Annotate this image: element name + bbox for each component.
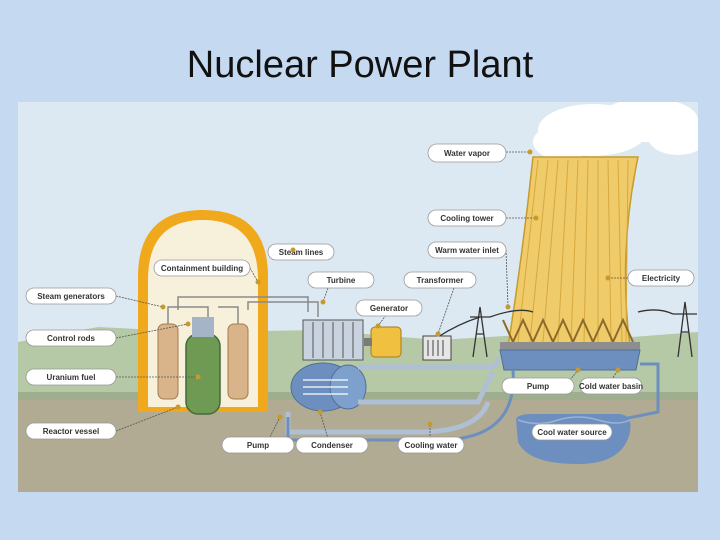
nuclear-plant-diagram: Water vapor Cooling tower Warm water inl… [18, 102, 698, 492]
label-pump-right: Pump [527, 382, 549, 391]
label-steam-generators: Steam generators [37, 292, 105, 301]
label-reactor-vessel: Reactor vessel [43, 427, 99, 436]
label-water-vapor: Water vapor [444, 149, 490, 158]
label-generator: Generator [370, 304, 408, 313]
label-condenser: Condenser [311, 441, 353, 450]
label-turbine: Turbine [327, 276, 356, 285]
label-cooling-tower: Cooling tower [440, 214, 493, 223]
label-control-rods: Control rods [47, 334, 96, 343]
label-electricity: Electricity [642, 274, 681, 283]
label-uranium-fuel: Uranium fuel [47, 373, 96, 382]
turbine [303, 320, 363, 360]
label-cooling-water: Cooling water [405, 441, 458, 450]
condenser [291, 363, 366, 411]
label-containment-building: Containment building [161, 264, 243, 273]
label-pump-left: Pump [247, 441, 269, 450]
label-transformer: Transformer [417, 276, 464, 285]
label-cold-water-basin: Cold water basin [579, 382, 643, 391]
label-cool-water-source: Cool water source [537, 428, 607, 437]
label-steam-lines: Steam lines [279, 248, 324, 257]
slide-title: Nuclear Power Plant [0, 44, 720, 87]
steam-cloud [533, 102, 698, 160]
transformer [423, 336, 451, 360]
label-warm-water-inlet: Warm water inlet [435, 246, 499, 255]
